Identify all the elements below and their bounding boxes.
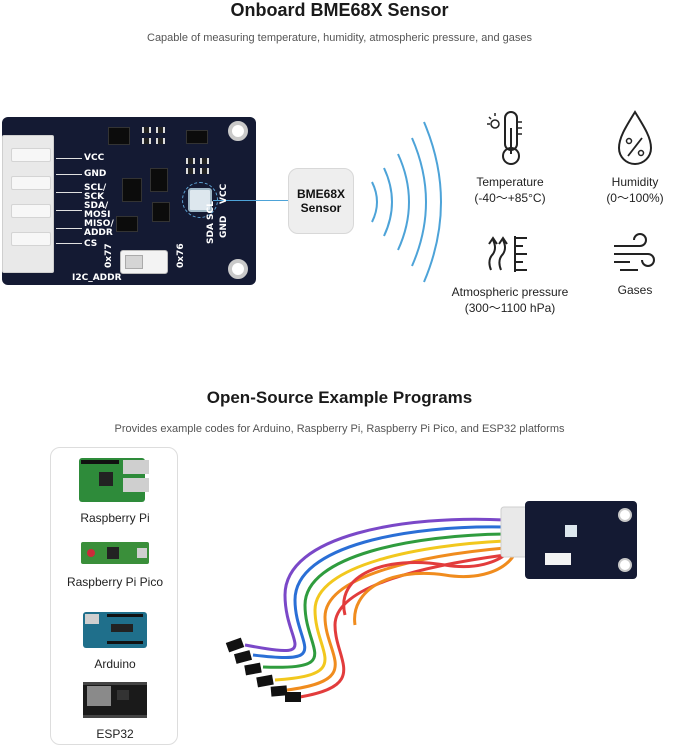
arduino-board-icon	[83, 612, 147, 648]
trace	[56, 174, 82, 175]
trace	[56, 228, 82, 229]
resistor	[200, 158, 209, 164]
feature-range-pressure: (300～1100 hPa)	[464, 301, 556, 315]
feature-pressure: Atmospheric pressure (300～1100 hPa)	[440, 230, 580, 316]
pin-label-cs: CS	[84, 239, 98, 249]
ic-chip	[186, 130, 208, 144]
feature-name-pressure: Atmospheric pressure	[451, 285, 569, 299]
resistor	[156, 127, 165, 133]
pin-label-scl: SCL/	[84, 183, 107, 193]
header-label-sda: SDA	[206, 223, 216, 244]
connector-slot	[11, 176, 51, 190]
platform-esp32: ESP32	[51, 678, 179, 741]
pin-label-addr: ADDR	[84, 228, 113, 238]
resistor	[200, 168, 209, 174]
pin-connector	[2, 135, 54, 273]
addr-label-left: 0x77	[104, 243, 114, 268]
resistor	[186, 168, 195, 174]
thermometer-icon	[487, 111, 522, 165]
connector-slot	[11, 232, 51, 246]
connector-slot	[11, 148, 51, 162]
section-subtitle-programs: Provides example codes for Arduino, Rasp…	[114, 423, 565, 435]
section-title-programs: Open-Source Example Programs	[206, 388, 473, 407]
pin-label-mosi: MOSI	[84, 210, 111, 220]
ic-chip	[116, 216, 138, 232]
raspberry-pi-board-icon	[79, 458, 149, 502]
ic-chip	[150, 168, 168, 192]
feature-humidity: Humidity (0～100%)	[590, 108, 679, 206]
feature-gases: Gases	[600, 232, 670, 298]
platform-label-esp32: ESP32	[96, 727, 134, 741]
feature-range-temperature: (-40～+85°C)	[474, 191, 546, 205]
switch-label: I2C_ADDR	[72, 273, 122, 283]
ic-chip	[152, 202, 170, 222]
pressure-icon	[488, 236, 527, 272]
resistor	[142, 138, 151, 144]
feature-name-humidity: Humidity	[611, 175, 659, 189]
section-title-sensor: Onboard BME68X Sensor	[230, 0, 449, 20]
connector-slot	[11, 204, 51, 218]
platform-label-raspberry-pi-pico: Raspberry Pi Pico	[66, 575, 164, 589]
feature-range-humidity: (0～100%)	[606, 191, 664, 205]
trace	[56, 158, 82, 159]
sensor-pointer-line	[213, 200, 289, 201]
cable-module-image	[225, 501, 637, 702]
ic-chip	[108, 127, 130, 145]
pin-label-sck: SCK	[84, 192, 105, 202]
wind-icon	[614, 233, 655, 271]
sensor-label-line2: Sensor	[300, 201, 342, 215]
resistor	[156, 138, 165, 144]
platform-raspberry-pi-pico: Raspberry Pi Pico	[51, 538, 179, 589]
platform-raspberry-pi: Raspberry Pi	[51, 454, 179, 525]
trace	[56, 210, 82, 211]
feature-temperature: Temperature (-40～+85°C)	[455, 108, 565, 206]
pin-label-miso: MISO/	[84, 219, 114, 229]
trace	[56, 192, 82, 193]
sensor-label-line1: BME68X	[296, 187, 346, 201]
pico-board-icon	[81, 542, 149, 564]
humidity-icon	[617, 110, 653, 165]
ic-chip	[122, 178, 142, 202]
header-label-scl: SCL	[206, 201, 216, 220]
addr-label-right: 0x76	[176, 243, 186, 268]
mount-hole	[228, 121, 248, 141]
pin-label-sda: SDA/	[84, 201, 109, 211]
platform-arduino: Arduino	[51, 608, 179, 671]
platforms-panel: Raspberry Pi Raspberry Pi Pico Arduino E…	[50, 447, 178, 745]
sensor-label-box: BME68X Sensor	[288, 168, 354, 234]
pin-label-gnd: GND	[84, 169, 107, 179]
switch-knob	[125, 255, 143, 269]
header-label-gnd: GND	[219, 215, 229, 238]
signal-waves-icon	[371, 121, 442, 283]
feature-name-temperature: Temperature	[476, 175, 544, 189]
feature-name-gases: Gases	[617, 283, 653, 297]
pin-label-vcc: VCC	[84, 153, 105, 163]
trace	[56, 243, 82, 244]
section-subtitle-sensor: Capable of measuring temperature, humidi…	[147, 32, 532, 44]
bme68x-chip	[188, 188, 212, 212]
esp32-board-icon	[83, 682, 147, 718]
header-label-vcc: VCC	[219, 183, 229, 204]
mount-hole	[228, 259, 248, 279]
i2c-address-switch	[120, 250, 168, 274]
resistor	[186, 158, 195, 164]
platform-label-arduino: Arduino	[94, 657, 136, 671]
resistor	[142, 127, 151, 133]
platform-label-raspberry-pi: Raspberry Pi	[80, 511, 150, 525]
